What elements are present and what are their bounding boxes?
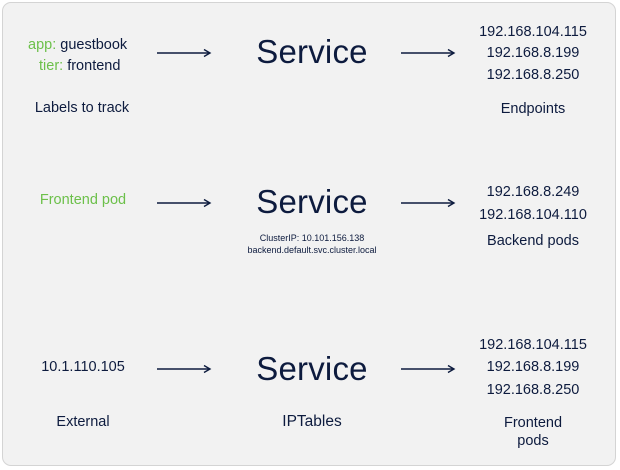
frontend-pod-ip: 192.168.8.250 (486, 382, 580, 398)
service-label-row2: Service (256, 183, 368, 220)
endpoint-ip: 192.168.8.199 (486, 45, 580, 61)
arrow-left-row2 (157, 198, 212, 208)
endpoint-ip: 192.168.8.250 (486, 67, 580, 83)
arrow-right-row2 (401, 198, 456, 208)
arrow-left-row3 (157, 364, 212, 374)
backend-pods-caption: Backend pods (487, 233, 579, 249)
service-dns-note: backend.default.svc.cluster.local (247, 245, 377, 255)
arrow-left-row1 (157, 48, 212, 58)
label-app-line: app: guestbook (28, 37, 128, 53)
cluster-ip-note: ClusterIP: 10.101.156.138 (259, 233, 365, 243)
external-caption: External (56, 414, 110, 430)
iptables-caption: IPTables (282, 413, 342, 430)
frontend-pods-caption-line2: pods (517, 433, 549, 449)
backend-pod-ip: 192.168.104.110 (479, 207, 587, 223)
frontend-pod-ip: 192.168.104.115 (479, 337, 587, 353)
endpoints-caption: Endpoints (500, 101, 566, 117)
external-ip-label: 10.1.110.105 (41, 359, 125, 375)
arrow-right-row1 (401, 48, 456, 58)
label-tier-line: tier: frontend (39, 58, 121, 74)
frontend-pods-caption-line1: Frontend (503, 415, 563, 431)
frontend-pod-ip: 192.168.8.199 (486, 359, 580, 375)
backend-pod-ip: 192.168.8.249 (486, 184, 580, 200)
frontend-pod-label: Frontend pod (39, 192, 127, 208)
service-label-row1: Service (256, 33, 368, 70)
labels-to-track-caption: Labels to track (34, 100, 130, 116)
diagram-panel: app: guestbook tier: frontend Labels to … (2, 2, 616, 466)
service-label-row3: Service (256, 350, 368, 387)
endpoint-ip: 192.168.104.115 (479, 24, 587, 40)
arrow-right-row3 (401, 364, 456, 374)
